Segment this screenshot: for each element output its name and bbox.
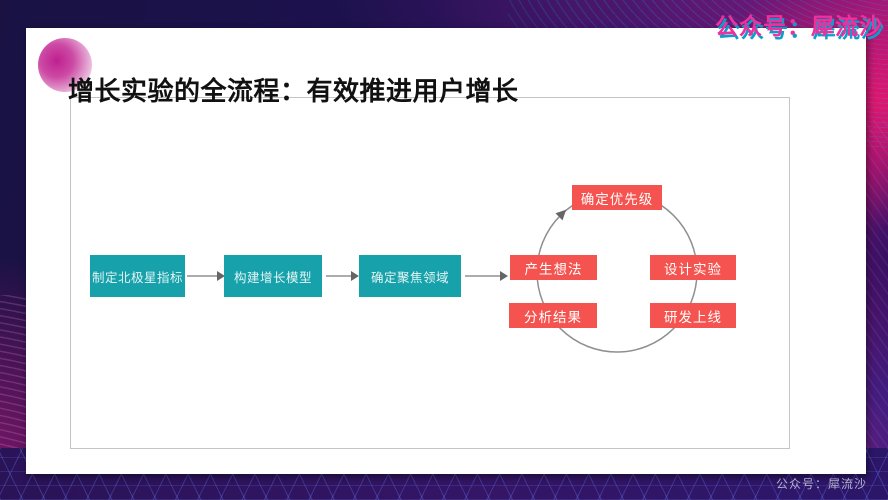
cycle-step-design-experiment: 设计实验 bbox=[650, 255, 736, 280]
flow-arrow-1 bbox=[187, 271, 225, 281]
cycle-step-prioritize: 确定优先级 bbox=[572, 185, 662, 210]
diagram-frame: 制定北极星指标 构建增长模型 确定聚焦领域 确定优先级 产生想法 设计实验 分析… bbox=[70, 97, 790, 449]
flow-arrow-2 bbox=[326, 271, 359, 281]
slide-title: 增长实验的全流程：有效推进用户增长 bbox=[68, 76, 519, 106]
slide: 增长实验的全流程：有效推进用户增长 bbox=[26, 28, 866, 474]
step-determine-focus-area: 确定聚焦领域 bbox=[359, 255, 461, 297]
title-accent-circle bbox=[38, 38, 92, 92]
step-build-growth-model: 构建增长模型 bbox=[224, 255, 322, 297]
footer-account-watermark: 公众号：犀流沙 bbox=[775, 477, 867, 491]
cycle-step-analyze-results: 分析结果 bbox=[509, 303, 597, 328]
flow-arrow-3 bbox=[465, 271, 508, 281]
cycle-step-develop-launch: 研发上线 bbox=[650, 303, 736, 328]
cycle-step-generate-ideas: 产生想法 bbox=[510, 255, 597, 280]
step-define-north-star-metric: 制定北极星指标 bbox=[90, 255, 185, 297]
header-account-watermark: 公众号：犀流沙 bbox=[715, 13, 883, 39]
